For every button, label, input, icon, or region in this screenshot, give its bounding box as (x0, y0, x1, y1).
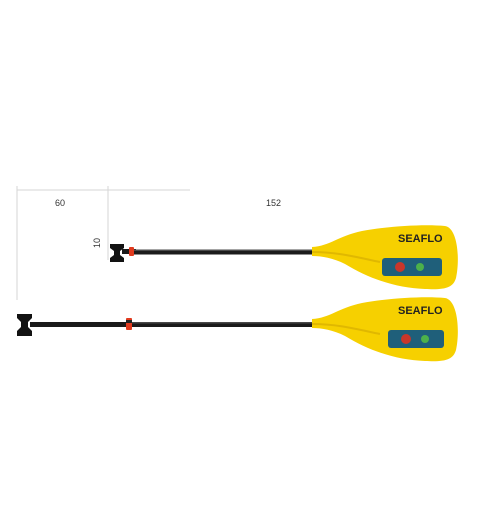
paddle-upper-handle (110, 244, 124, 262)
paddle-lower-decal (388, 330, 444, 348)
paddle-lower-brand: SEAFLO (398, 305, 443, 317)
paddle-lower-grip-neck (30, 322, 128, 327)
paddle-lower-handle (17, 314, 32, 336)
paddle-upper-clip (129, 247, 134, 256)
paddle-upper-decal (382, 258, 442, 276)
dimension-label-shaft: 152 (266, 198, 282, 208)
paddle-upper-brand: SEAFLO (398, 233, 443, 245)
dimension-label-handle: 60 (55, 198, 66, 208)
paddle-lower-clip (126, 318, 132, 330)
dimension-guides (16, 186, 190, 300)
paddle-lower: SEAFLO (17, 297, 458, 362)
paddle-upper-shaft (134, 249, 316, 255)
paddle-lower-shaft (132, 322, 316, 327)
paddle-upper: SEAFLO (110, 225, 458, 290)
